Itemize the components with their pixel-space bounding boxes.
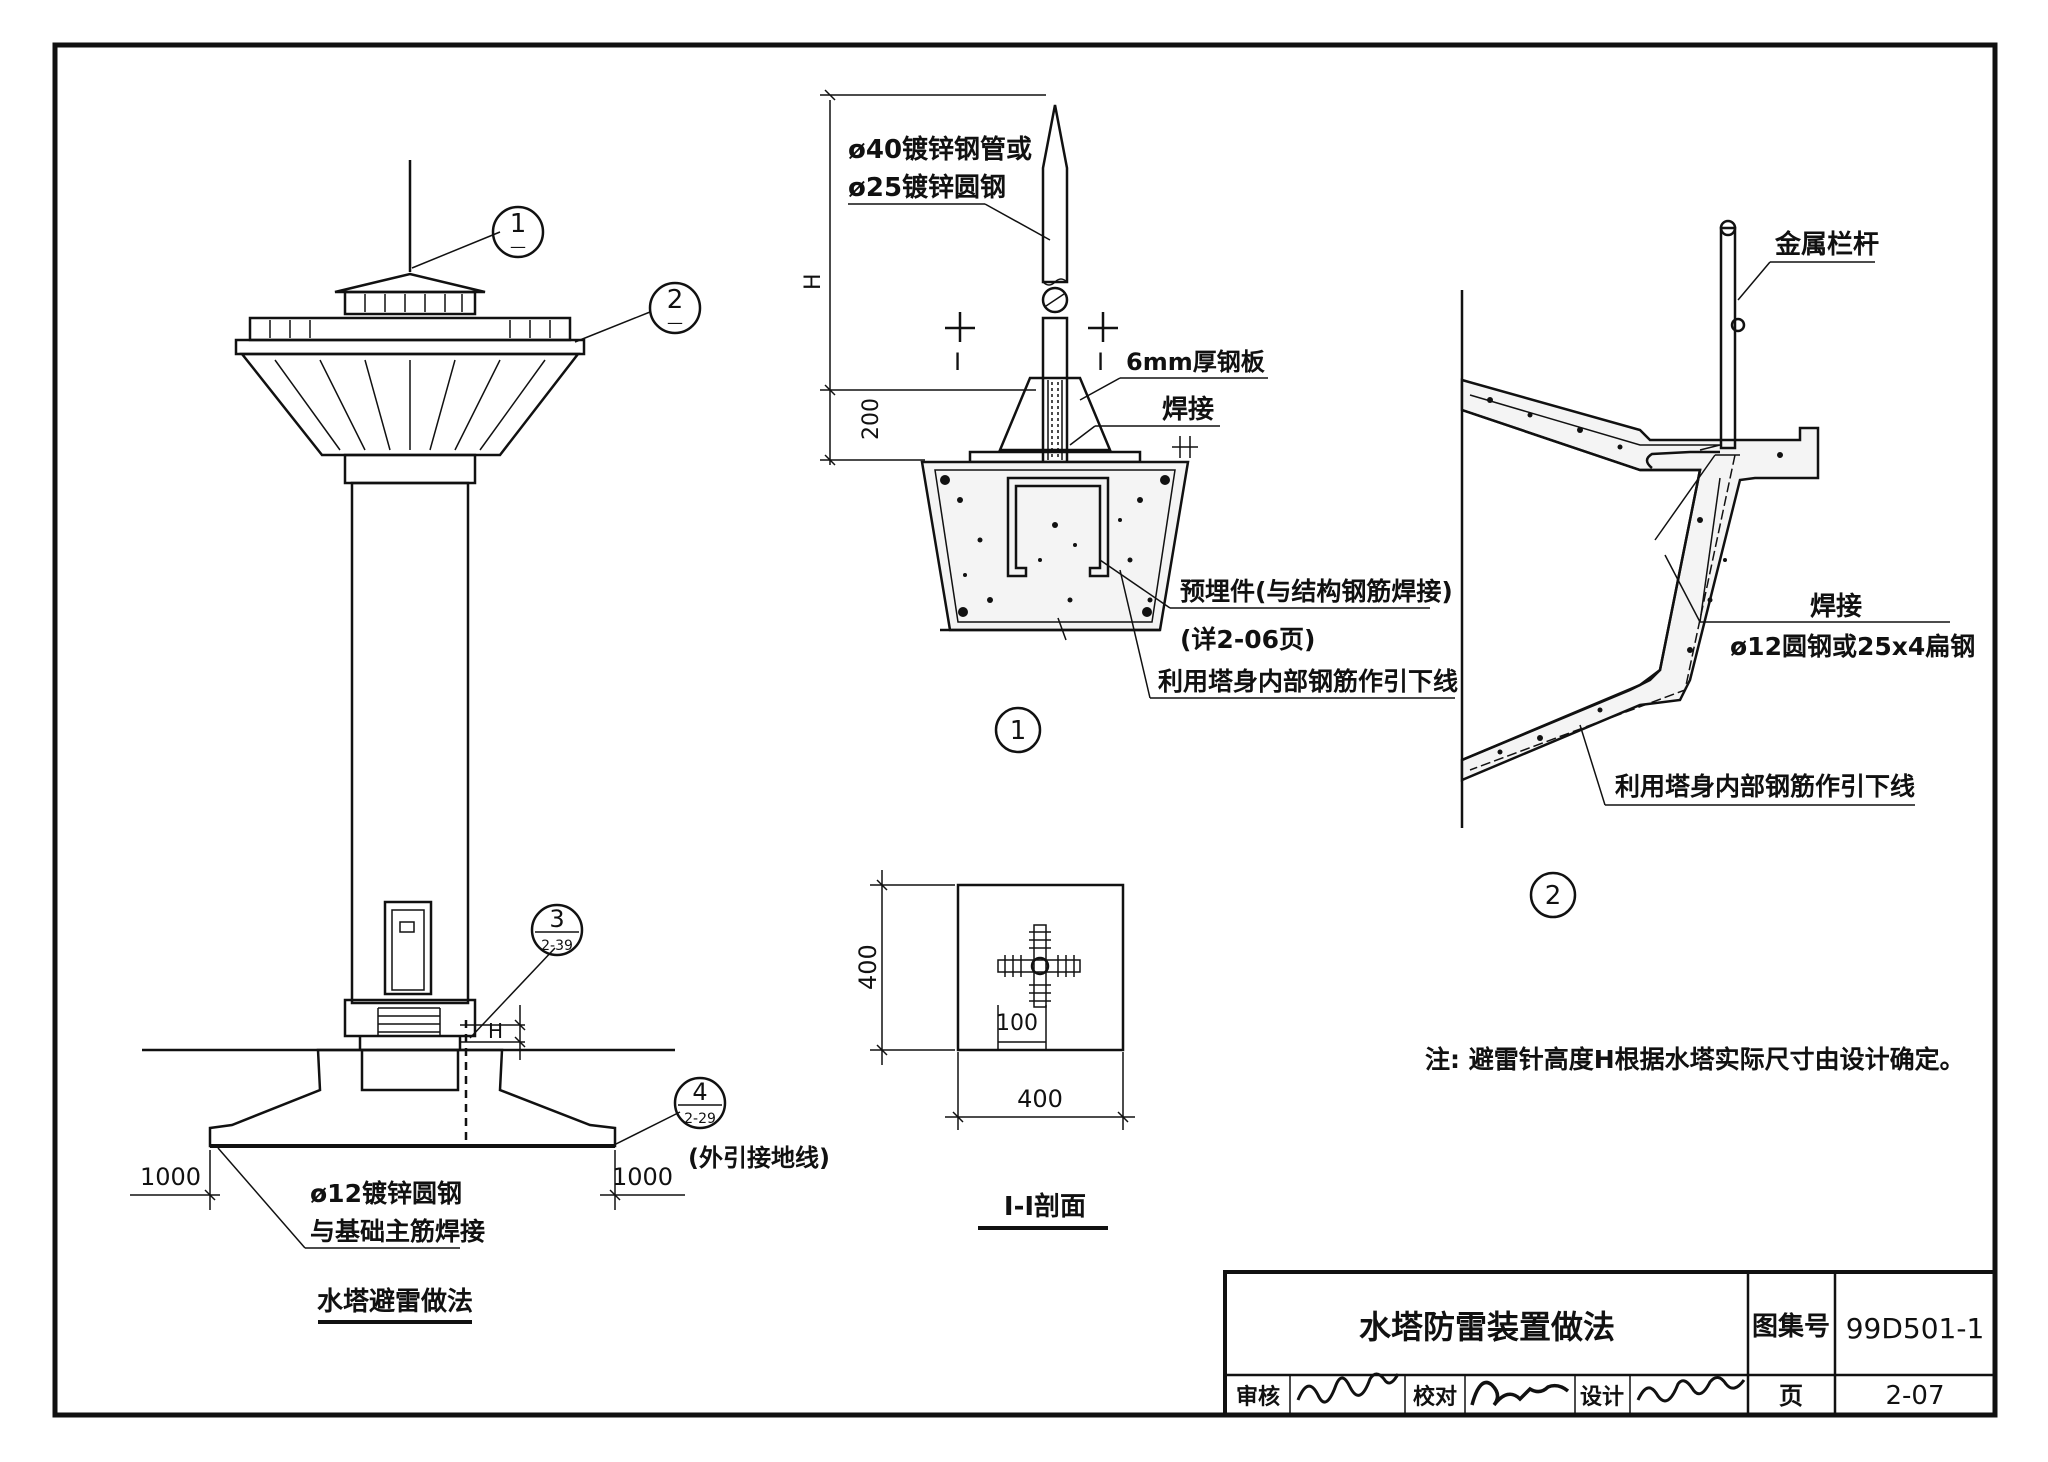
callout-1 [491, 205, 545, 259]
tower-shaft [350, 481, 470, 1005]
detail1-see-page: (详2-06页) [1180, 625, 1315, 654]
detail1-base-plate [968, 450, 1142, 464]
tower-foundation [208, 1048, 617, 1148]
detail1-plate-label: 6mm厚钢板 [1126, 348, 1266, 376]
svg-text:—: — [510, 237, 526, 256]
detail2-number: 2 [1545, 881, 1562, 911]
section-dim-400-h: 400 [1017, 1085, 1063, 1113]
atlas-label: 图集号 [1752, 1311, 1830, 1342]
svg-text:I: I [1097, 348, 1104, 376]
section-plate [956, 883, 1125, 1052]
detail2-railing-post [1719, 226, 1737, 450]
svg-text:I: I [954, 348, 961, 376]
signature-design [1636, 1376, 1746, 1403]
detail1-rod [1041, 104, 1069, 284]
title-block: 水塔防雷装置做法 图集号 99D501-1 审核 校对 设计 页 2-07 [1223, 1270, 1997, 1417]
svg-text:2: 2 [667, 285, 684, 315]
page-label: 页 [1779, 1382, 1803, 1410]
ground-conductor-note-2: 与基础主筋焊接 [310, 1217, 485, 1246]
ground-conductor-note-1: ø12镀锌圆钢 [310, 1179, 462, 1208]
detail2-number-circle [1529, 871, 1577, 919]
section-I-I: 400 100 400 I-I剖面 [854, 870, 1135, 1230]
atlas-number: 99D501-1 [1846, 1312, 1985, 1345]
signature-review [1296, 1372, 1400, 1404]
detail1-dim-200: 200 [859, 398, 884, 440]
detail1-number: 1 [1010, 716, 1027, 746]
sheet-border [52, 42, 1998, 1418]
page-number: 2-07 [1885, 1381, 1944, 1411]
signature-check [1470, 1380, 1570, 1407]
svg-text:1: 1 [510, 209, 527, 239]
title-block-title: 水塔防雷装置做法 [1359, 1308, 1615, 1346]
design-label: 设计 [1580, 1385, 1624, 1410]
detail2-conductor-label: ø12圆钢或25x4扁钢 [1730, 632, 1975, 661]
detail2-concrete [1460, 378, 1820, 782]
detail1-embedded-part: 预埋件(与结构钢筋焊接) [1180, 577, 1453, 606]
detail1-weld-label: 焊接 [1162, 395, 1214, 425]
review-label: 审核 [1236, 1384, 1280, 1410]
check-label: 校对 [1413, 1384, 1457, 1410]
callout-2 [648, 281, 702, 335]
detail1-rod-spec-1: ø40镀锌钢管或 [848, 134, 1032, 165]
tower-roof [334, 272, 486, 294]
detail1-rod-spec-2: ø25镀锌圆钢 [848, 172, 1006, 203]
detail-2: 金属栏杆 焊接 ø12圆钢或25x4扁钢 利用塔身内部钢筋作引下线 2 [1460, 219, 1975, 919]
tower-tank [239, 352, 581, 457]
detail1-dim-h: H [801, 273, 826, 290]
dim-left-1000: 1000 [140, 1163, 201, 1191]
tower-lantern [343, 290, 477, 316]
svg-text:2-39: 2-39 [541, 938, 573, 954]
detail1-number-circle [994, 706, 1042, 754]
detail2-weld-label: 焊接 [1810, 592, 1862, 622]
section-caption: I-I剖面 [1004, 1191, 1086, 1222]
svg-text:4: 4 [692, 1078, 707, 1106]
section-dim-100: 100 [996, 1011, 1038, 1036]
section-dim-400-v: 400 [854, 944, 882, 990]
tower-caption: 水塔避雷做法 [317, 1286, 473, 1317]
svg-text:2-29: 2-29 [684, 1111, 716, 1127]
tower-h-label: H [488, 1019, 503, 1043]
water-tower-elevation: H 1 — 2 — 3 2-39 4 2-29 (外引接地线) 1000 100… [130, 160, 830, 1324]
svg-text:3: 3 [549, 905, 564, 933]
callout-4 [673, 1076, 727, 1130]
svg-text:—: — [667, 313, 683, 332]
detail-1: H 200 ø40镀锌钢管或 ø25镀锌圆钢 I I 6mm厚钢板 焊接 预埋件… [801, 89, 1458, 754]
detail1-downlead: 利用塔身内部钢筋作引下线 [1158, 667, 1458, 696]
tower-door [383, 900, 433, 996]
detail2-railing-label: 金属栏杆 [1774, 229, 1879, 260]
detail1-gusset [998, 376, 1112, 452]
detail2-downlead: 利用塔身内部钢筋作引下线 [1615, 772, 1915, 801]
callout-3 [530, 903, 584, 957]
tower-parapet [248, 316, 572, 342]
design-note: 注: 避雷针高度H根据水塔实际尺寸由设计确定。 [1425, 1045, 1965, 1074]
dim-right-1000: 1000 [612, 1163, 673, 1191]
external-ground-note: (外引接地线) [688, 1144, 830, 1172]
